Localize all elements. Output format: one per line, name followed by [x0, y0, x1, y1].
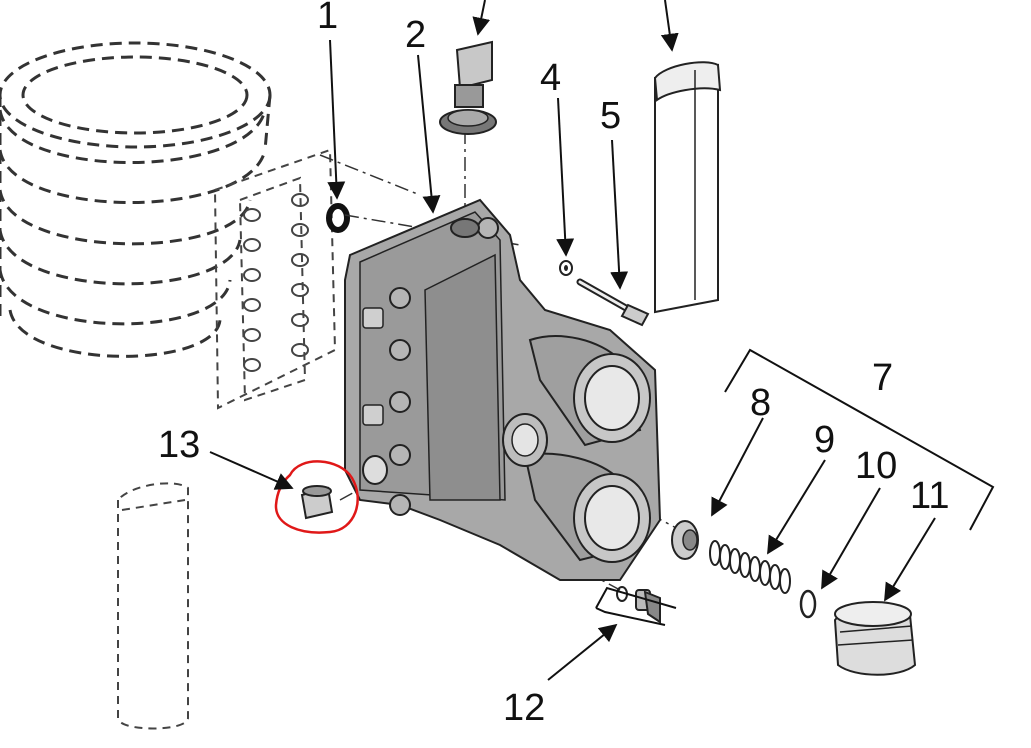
tube-phantom-left	[117, 482, 189, 730]
callout-4: 4	[540, 57, 561, 99]
callout-2: 2	[405, 14, 426, 56]
red-highlight-circle	[274, 460, 359, 534]
bracket-part-12	[595, 586, 677, 626]
washer-part-4	[559, 260, 573, 276]
callout-5: 5	[600, 95, 621, 137]
valve-cap-part-11	[833, 601, 917, 676]
tube-part-right	[653, 61, 722, 314]
bracket-part-7	[724, 348, 995, 531]
check-disc-part-8	[671, 520, 699, 560]
o-ring-part-1	[326, 203, 350, 233]
callout-labels: 1 2 4 5 7 8 9 10 11 12 13	[158, 0, 949, 729]
callout-8: 8	[750, 382, 771, 424]
leader-arrows	[209, 0, 936, 681]
callout-7: 7	[872, 357, 893, 399]
bolt-part-5	[576, 278, 650, 327]
callout-10: 10	[855, 445, 897, 487]
temperature-sensor	[439, 40, 497, 135]
mounting-bracket-phantom	[213, 148, 337, 410]
callout-13: 13	[158, 424, 200, 466]
callout-1: 1	[317, 0, 338, 37]
plug-part-13	[300, 485, 334, 520]
heat-exchanger-coil-phantom	[0, 41, 272, 358]
o-ring-part-10	[799, 589, 817, 619]
callout-12: 12	[503, 687, 545, 729]
spring-part-9	[709, 540, 791, 594]
manifold-housing-part-2	[344, 198, 662, 581]
callout-9: 9	[814, 419, 835, 461]
callout-11: 11	[910, 475, 949, 517]
